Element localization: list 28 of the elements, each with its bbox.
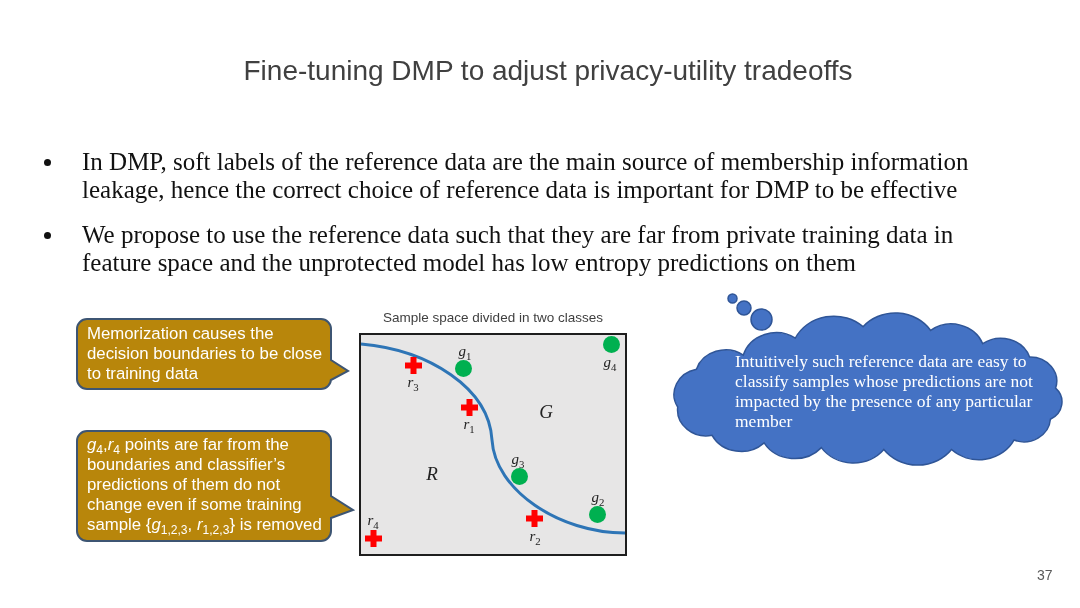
point-label: g$_{3}$: [511, 451, 525, 467]
callout-text: g$_{4}$,r$_{4}$ points are far from the boundaries and classifier’s predictions of them do not change even if some training sample {g$_{1,2,3}$, r$_{1,2,3}$} is removed: [87, 435, 323, 535]
cross-marker-icon: [404, 356, 422, 374]
callout-text: Memorization causes the decision boundaries to be close to training data: [87, 324, 324, 384]
cross-marker-icon: [364, 529, 382, 547]
cross-marker-icon: [525, 509, 543, 527]
circle-marker-icon: [588, 505, 606, 523]
speech-callout: [76, 430, 356, 543]
circle-marker-icon: [510, 467, 528, 485]
thought-cloud: [673, 312, 1063, 466]
panel-heading: Sample space divided in two classes: [383, 309, 603, 327]
circle-marker-icon: [454, 359, 472, 377]
circle-marker-icon: [602, 335, 620, 353]
cloud-text: Intuitively such reference data are easy to classify samples whose predictions are not impacted by the presence of any particular member: [735, 351, 1033, 431]
point-label: r$_{1}$: [463, 416, 475, 432]
slide-title: Fine-tuning DMP to adjust privacy-utility tradeoffs: [243, 54, 853, 88]
bullet-text: We propose to use the reference data such that they are far from private training data in feature space and the unprotected model has low entropy predictions on them: [82, 221, 955, 277]
cross-marker-icon: [460, 398, 478, 416]
point-label: r$_{4}$: [367, 512, 379, 528]
region-label: G: [539, 402, 553, 422]
point-label: g$_{4}$: [603, 354, 617, 370]
region-label: R: [426, 464, 438, 484]
point-label: g$_{1}$: [458, 343, 472, 359]
point-label: r$_{3}$: [407, 374, 419, 390]
point-label: g$_{2}$: [591, 489, 605, 505]
page-number: 37: [1037, 566, 1053, 584]
point-label: r$_{2}$: [529, 528, 541, 544]
bullet-text: In DMP, soft labels of the reference data are the main source of membership information leakage, hence the correct choice of reference data is important for DMP to be effective: [82, 148, 970, 204]
